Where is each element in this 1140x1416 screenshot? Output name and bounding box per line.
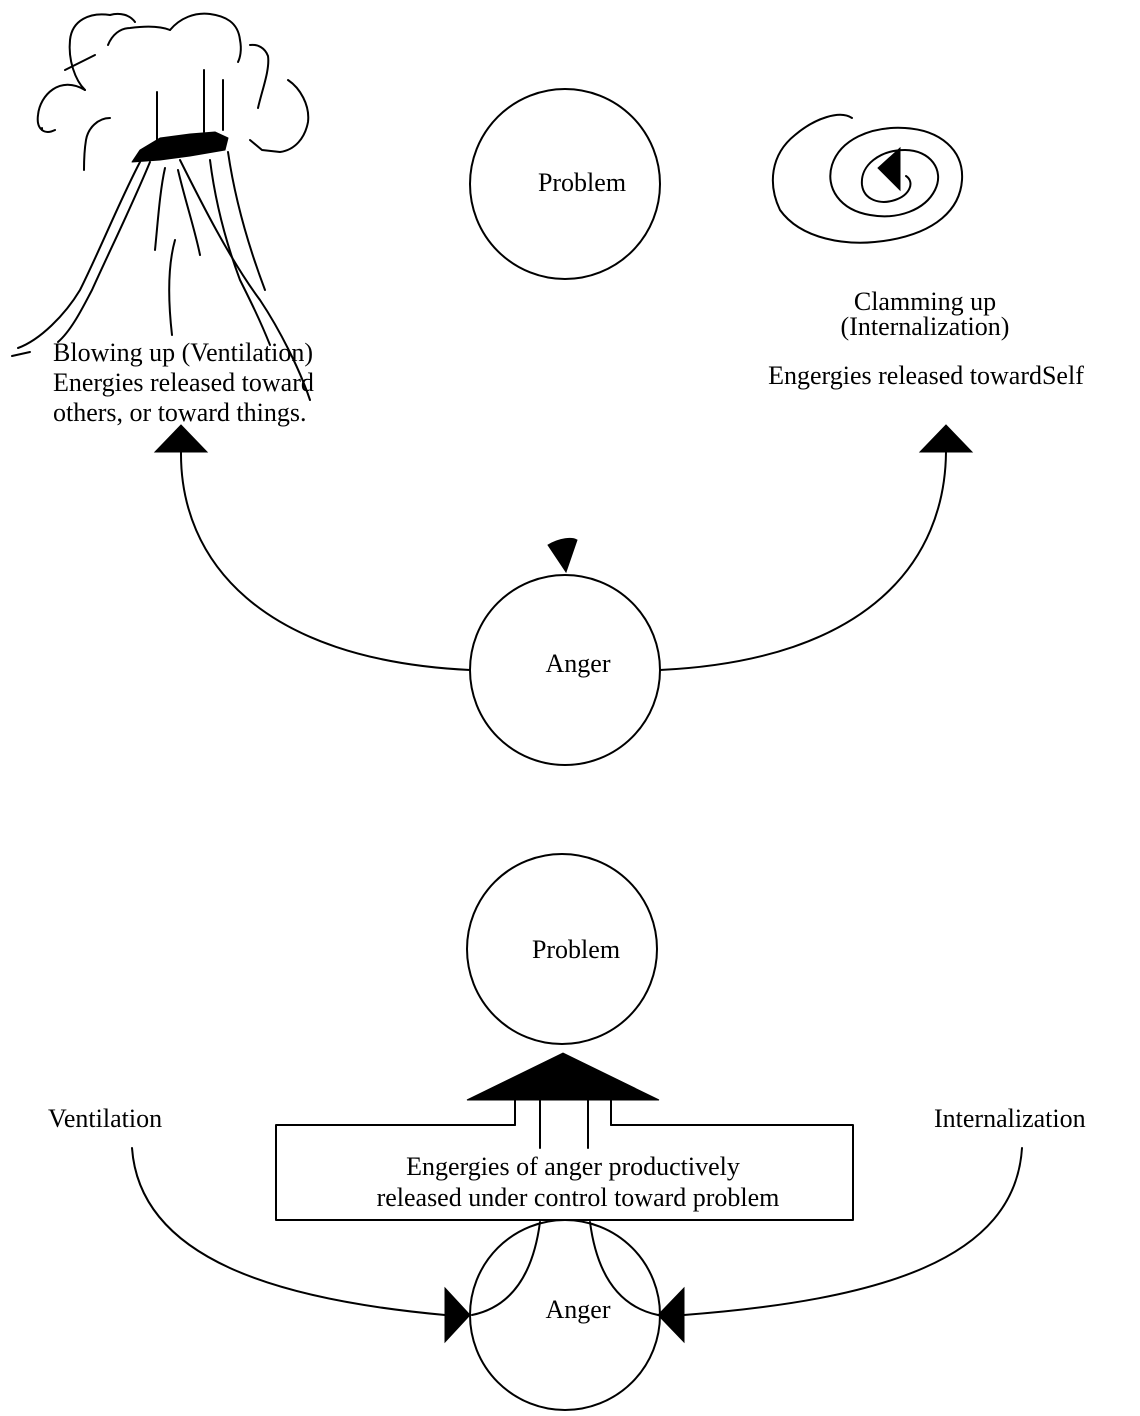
spiral-icon xyxy=(771,113,964,244)
internalization-arrowhead xyxy=(918,424,974,453)
bottom-connectors xyxy=(514,1099,612,1149)
internalization-caption-line-3: Engergies released towardSelf xyxy=(768,361,1084,390)
ventilation-caption-line-3: others, or toward things. xyxy=(53,398,306,427)
top-internalization-caption: Clamming up (Internalization) Engergies … xyxy=(768,287,1084,390)
ventilation-caption-line-1: Blowing up (Ventilation) xyxy=(53,338,313,367)
bottom-ventilation-arc xyxy=(131,1147,471,1344)
top-anger-label: Anger xyxy=(546,649,611,678)
bottom-energy-box: Engergies of anger productively released… xyxy=(275,1124,854,1221)
top-problem-label: Problem xyxy=(538,168,626,197)
box-text-line-1: Engergies of anger productively xyxy=(406,1152,740,1181)
box-text-line-2: released under control toward problem xyxy=(377,1183,780,1212)
top-ventilation-arc xyxy=(153,424,471,671)
bottom-problem-node: Problem xyxy=(466,853,658,1045)
bottom-main-arrowhead xyxy=(466,1052,660,1101)
bottom-anger-label: Anger xyxy=(546,1295,611,1324)
bottom-ventilation-arrowhead xyxy=(444,1286,471,1344)
bottom-internalization-arrowhead xyxy=(657,1286,685,1344)
internalization-caption-line-2: (Internalization) xyxy=(841,312,1010,341)
ventilation-caption-line-2: Energies released toward xyxy=(53,368,314,397)
bottom-ventilation-label: Ventilation xyxy=(48,1104,162,1133)
ventilation-arrowhead xyxy=(153,424,209,453)
bottom-internalization-label: Internalization xyxy=(934,1104,1086,1133)
volcano-icon xyxy=(11,12,311,401)
top-problem-node: Problem xyxy=(469,88,661,280)
top-ventilation-caption: Blowing up (Ventilation) Energies releas… xyxy=(53,338,314,427)
anger-up-arrowhead xyxy=(547,537,578,574)
bottom-problem-label: Problem xyxy=(532,935,620,964)
top-internalization-arc xyxy=(659,424,974,671)
top-anger-node: Anger xyxy=(469,537,661,766)
internalization-caption-line-1: Clamming up xyxy=(854,287,996,316)
bottom-anger-node: Anger xyxy=(469,1219,661,1411)
bottom-internalization-arc xyxy=(657,1147,1023,1344)
